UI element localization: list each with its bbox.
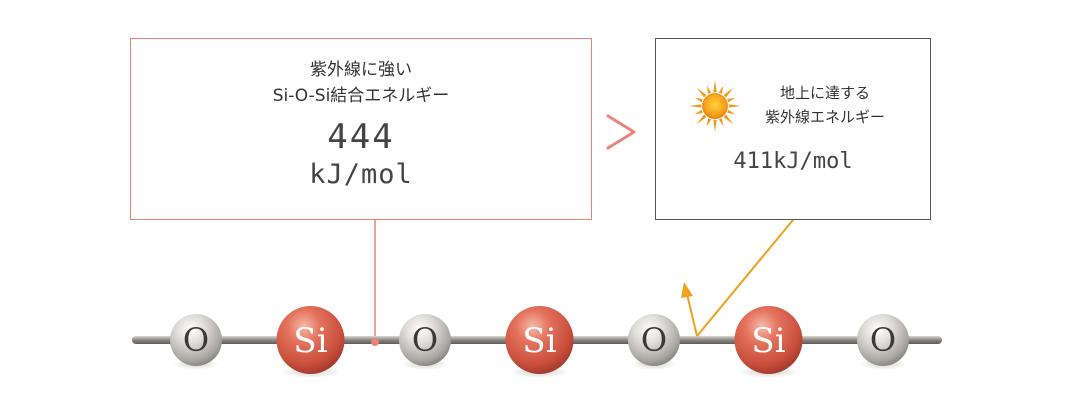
- sun-ray: [713, 119, 717, 132]
- greater-than-icon: [606, 114, 636, 150]
- sun-ray: [727, 97, 736, 103]
- sun-ray: [696, 114, 707, 125]
- o-atom: O: [399, 314, 451, 370]
- o-atom-label: O: [870, 321, 896, 359]
- si-atom-label: Si: [522, 321, 556, 361]
- sun-ray: [718, 85, 724, 94]
- sun-ray: [728, 104, 741, 108]
- bond-marker-dot: [371, 338, 379, 346]
- sun-icon: [689, 80, 741, 132]
- sun-ray: [723, 87, 734, 98]
- sun-ray: [723, 114, 734, 125]
- uv-energy-box: 地上に達する 紫外線エネルギー 411kJ/mol: [655, 38, 931, 220]
- bond-energy-title-line2: Si-O-Si結合エネルギー: [272, 86, 450, 106]
- si-o-si-bond-energy-box: 紫外線に強い Si-O-Si結合エネルギー 444 kJ/mol: [130, 38, 592, 220]
- bond-energy-title: 紫外線に強い Si-O-Si結合エネルギー: [131, 57, 591, 109]
- o-atom: O: [857, 314, 909, 370]
- uv-ray-reflected: [686, 293, 698, 337]
- si-atom-label: Si: [293, 321, 327, 361]
- sun-ray: [713, 80, 717, 93]
- o-atom-sphere: [170, 314, 222, 366]
- bond-energy-title-line1: 紫外線に強い: [310, 60, 412, 80]
- si-atom-sphere: [276, 306, 345, 374]
- uv-ray-arrowhead-icon: [681, 282, 693, 298]
- si-atom-label: Si: [751, 321, 785, 361]
- si-atom: Si: [734, 306, 803, 378]
- sun-ray: [694, 97, 703, 103]
- si-atom: Si: [505, 306, 574, 378]
- sun-ray: [689, 104, 702, 108]
- si-atom-sphere: [505, 306, 574, 374]
- si-atom-sphere: [734, 306, 803, 374]
- sun-ray: [706, 118, 712, 127]
- uv-energy-title: 地上に達する 紫外線エネルギー: [740, 81, 910, 129]
- sun-ray: [727, 109, 736, 115]
- sun-ray: [718, 118, 724, 127]
- o-atom-sphere: [399, 314, 451, 366]
- sun-ray: [696, 87, 707, 98]
- uv-energy-value: 411kJ/mol: [733, 149, 853, 174]
- sun-ray: [694, 109, 703, 115]
- uv-ray-incoming: [696, 219, 794, 337]
- uv-energy-title-line1: 地上に達する: [779, 84, 870, 102]
- sun-ray: [706, 85, 712, 94]
- o-atom-sphere: [628, 314, 680, 366]
- o-atom: O: [170, 314, 222, 370]
- bond-energy-unit: kJ/mol: [309, 159, 413, 190]
- o-atom-sphere: [857, 314, 909, 366]
- o-atom-label: O: [641, 321, 667, 359]
- uv-energy-title-line2: 紫外線エネルギー: [764, 108, 885, 126]
- si-atom: Si: [276, 306, 345, 378]
- o-atom-label: O: [183, 321, 209, 359]
- o-atom-label: O: [412, 321, 438, 359]
- bond-energy-value: 444: [327, 117, 395, 157]
- o-atom: O: [628, 314, 680, 370]
